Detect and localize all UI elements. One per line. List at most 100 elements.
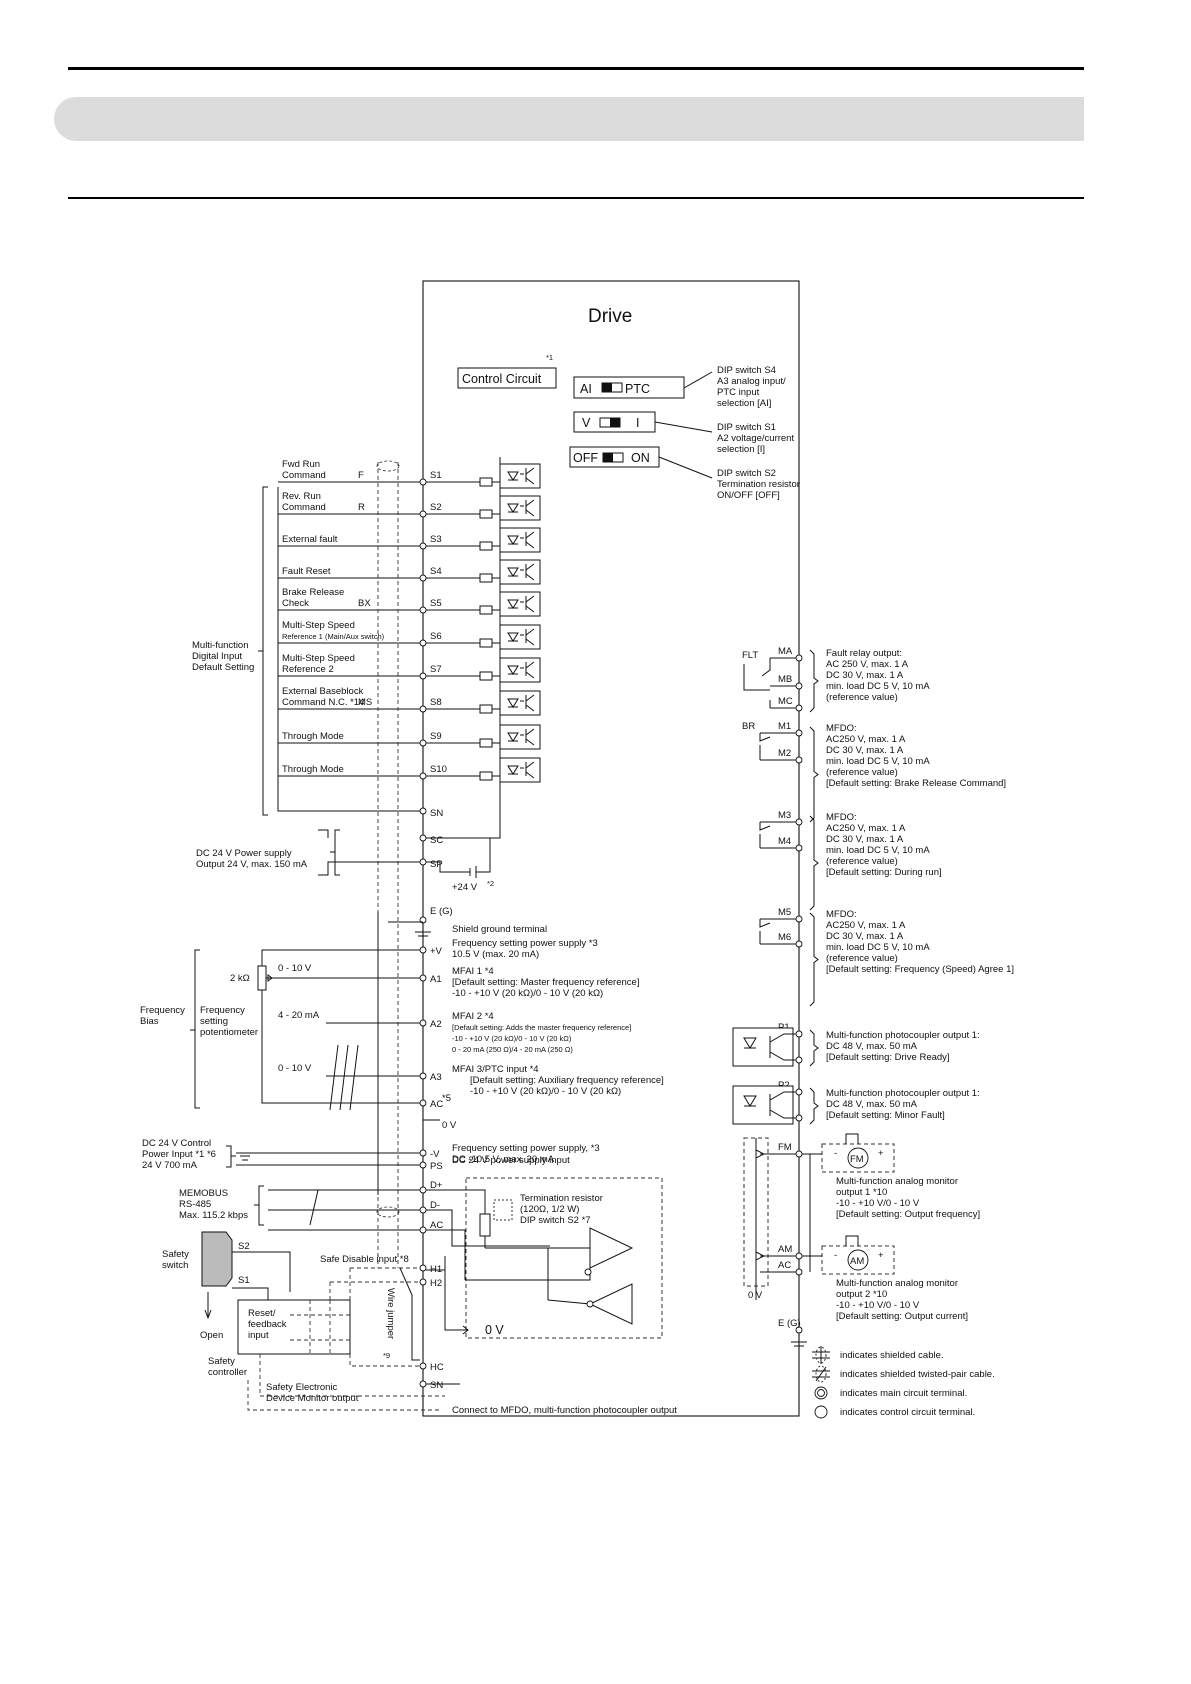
output-description: min. load DC 5 V, 10 mA [826, 942, 930, 953]
terminal-circle [419, 1380, 427, 1388]
input-resistor [479, 573, 493, 583]
output-description: DC 30 V, max. 1 A [826, 834, 904, 845]
terminal-circle [419, 1019, 427, 1027]
photocoupler-symbol [507, 628, 535, 646]
output-description: [Default setting: Drive Ready] [826, 1052, 950, 1063]
control-circuit-label: Control Circuit [462, 372, 542, 386]
photocoupler-symbol [507, 467, 535, 485]
terminal-circle [795, 1252, 803, 1260]
photocoupler [499, 591, 541, 617]
internal-wire [492, 536, 501, 547]
terminal-circle [795, 682, 803, 690]
plus24-note: *2 [487, 879, 494, 888]
control-power-label-3: 24 V 700 mA [142, 1160, 198, 1171]
photocoupler [499, 690, 541, 716]
shield-ground-label: Shield ground terminal [452, 924, 547, 935]
termination-resistor [479, 1213, 491, 1237]
output-description: DC 30 V, max. 1 A [826, 931, 904, 942]
dip-switch-s2: OFF ON DIP switch S2 Termination resisto… [569, 446, 800, 501]
memobus-brace [254, 1185, 264, 1226]
photocoupler-output-2: P2C2Multi-function photocoupler output 1… [732, 1080, 980, 1125]
input-label: Reference 2 [282, 664, 334, 675]
input-label: Multi-Step Speed [282, 620, 355, 631]
terminal-circle [795, 1056, 803, 1064]
input-code: F [358, 470, 364, 481]
terminal-label: A1 [430, 974, 442, 985]
output-description: DC 48 V, max. 50 mA [826, 1041, 918, 1052]
terminal-circle [419, 739, 427, 747]
photocoupler-symbol [507, 531, 535, 549]
terminal-circle [795, 844, 803, 852]
termination-label-1: Termination resistor [520, 1193, 603, 1204]
input-label: Rev. Run [282, 491, 321, 502]
dip-switch-s4: AI PTC DIP switch S4 A3 analog input/ PT… [573, 365, 786, 409]
safety-wire [426, 1256, 460, 1385]
output-description: DC 30 V, max. 1 A [826, 745, 904, 756]
terminal-label: AM [778, 1244, 792, 1255]
term-description: Frequency setting power supply *3 [452, 938, 598, 949]
input-resistor [479, 509, 493, 519]
terminal-circle [795, 654, 803, 662]
terminal-circle [795, 915, 803, 923]
monitor-label-1: Safety Electronic [266, 1382, 338, 1393]
term-description: MFAI 3/PTC input *4 [452, 1064, 539, 1075]
memobus-label-1: MEMOBUS [179, 1188, 228, 1199]
svg-text:AI: AI [580, 382, 592, 396]
terminal-label: M4 [778, 836, 791, 847]
internal-wire [492, 472, 501, 483]
input-label: Fault Reset [282, 566, 331, 577]
safe-disable-label: Safe Disable input *8 [320, 1254, 409, 1265]
sn-terminal: SN [430, 808, 443, 819]
terminal-circle [419, 1186, 427, 1194]
terminal-label: M6 [778, 932, 791, 943]
internal-wire [492, 666, 501, 677]
output-description: [Default setting: During run] [826, 867, 942, 878]
safety-controller-label-2: controller [208, 1367, 247, 1378]
safety-switch-label-1: Safety [162, 1249, 189, 1260]
power-supply-brace [330, 829, 340, 876]
svg-text:OFF: OFF [573, 451, 598, 465]
svg-text:DIP switch S4: DIP switch S4 [717, 365, 776, 376]
term-description: *5 [442, 1093, 451, 1104]
input-label: Reference 1 (Main/Aux switch) [282, 632, 385, 641]
connect-mfdo-label: Connect to MFDO, multi-function photocou… [452, 1405, 677, 1416]
terminal-label: M2 [778, 748, 791, 759]
input-label: Through Mode [282, 731, 344, 742]
output-description: output 2 *10 [836, 1289, 887, 1300]
safety-s2-label: S2 [238, 1241, 250, 1252]
photocoupler [499, 657, 541, 683]
output-description: output 1 *10 [836, 1187, 887, 1198]
terminal-circle [795, 729, 803, 737]
terminal-circle [419, 672, 427, 680]
svg-text:I: I [636, 416, 639, 430]
memobus-label-2: RS-485 [179, 1199, 211, 1210]
terminal-circle [419, 1161, 427, 1169]
input-code: BX [358, 598, 371, 609]
dc24-power-label-2: Output 24 V, max. 150 mA [196, 859, 308, 870]
photocoupler-symbol [743, 1091, 796, 1119]
meter-circle [847, 1147, 869, 1169]
memobus-term-0: D+ [268, 1180, 448, 1194]
termination-label-3: DIP switch S2 *7 [520, 1215, 591, 1226]
terminal-circle [795, 1268, 803, 1276]
eg-terminal: E (G) [430, 906, 453, 917]
analog-term-ac: AC*5 [419, 1093, 451, 1110]
input-label: Command [282, 470, 326, 481]
term-description: 0 - 20 mA (250 Ω)/4 - 20 mA (250 Ω) [452, 1045, 573, 1054]
svg-text:PTC input: PTC input [717, 387, 760, 398]
meter-circle [847, 1249, 869, 1271]
meter-label: AM [850, 1256, 864, 1267]
svg-text:DIP switch S1: DIP switch S1 [717, 422, 776, 433]
wire-jumper-note: *9 [383, 1351, 390, 1360]
output-description: DC 30 V, max. 1 A [826, 670, 904, 681]
open-label: Open [200, 1330, 223, 1341]
terminal-circle [419, 1226, 427, 1234]
input-resistor [479, 541, 493, 551]
digital-group-label-2: Digital Input [192, 651, 243, 662]
pot-label-2: setting [200, 1016, 228, 1027]
